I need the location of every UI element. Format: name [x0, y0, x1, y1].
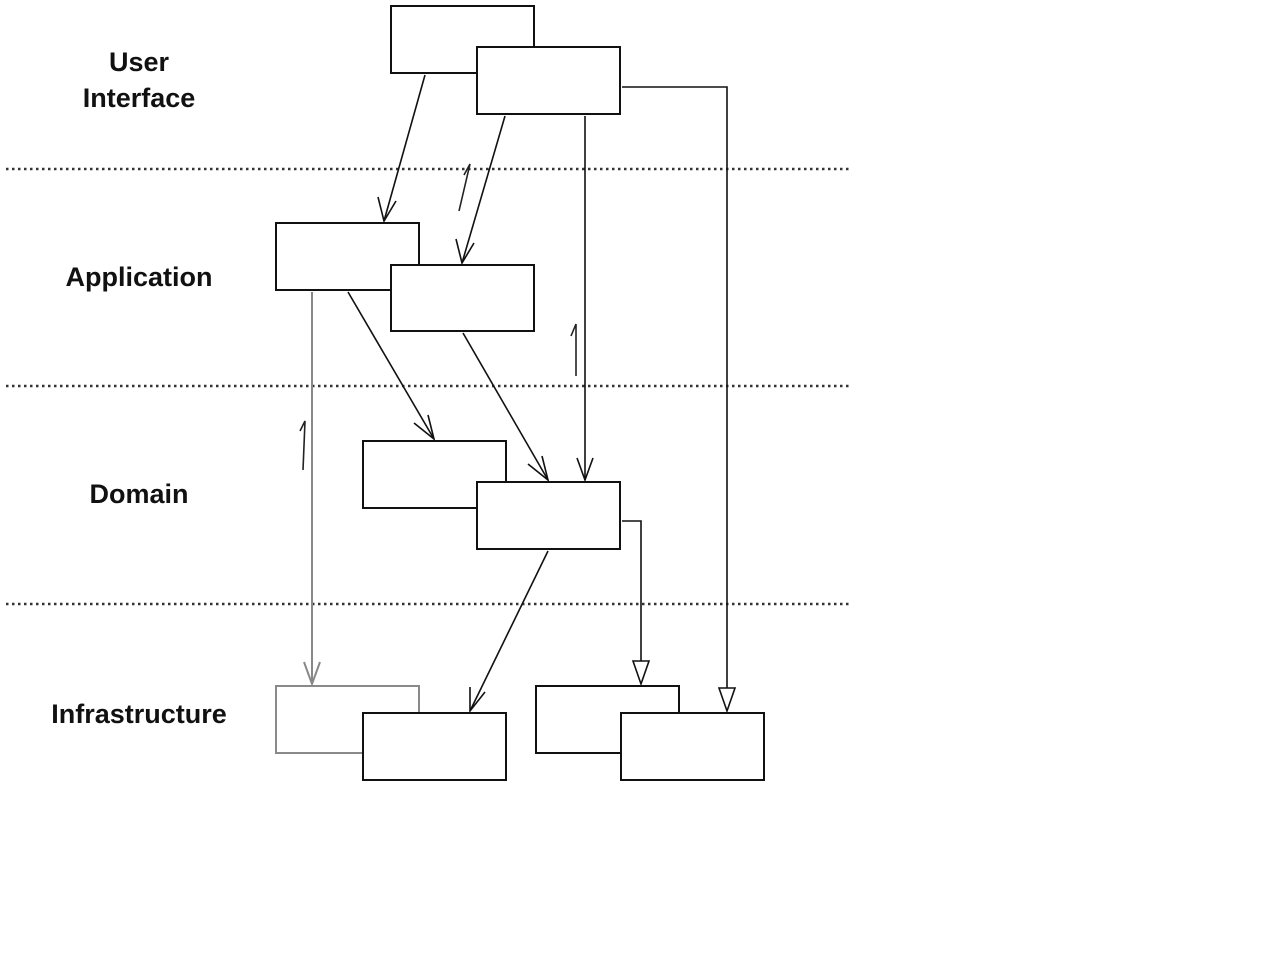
- infrastructure-box-right-front: [620, 712, 765, 781]
- ui-box-front: [476, 46, 621, 115]
- layer-label-domain: Domain: [89, 479, 188, 509]
- inheritance-arrow-ui-to-infrastructure: [622, 86, 737, 714]
- dependency-arrow-ui-to-application-back: [377, 74, 426, 224]
- dependency-arrow-ui-to-application-front: [455, 115, 506, 266]
- layer-label-infrastructure: Infrastructure: [51, 699, 227, 729]
- hand-drawn-mark-vertical-arrow: [570, 323, 577, 376]
- domain-box-front: [476, 481, 621, 550]
- dependency-arrow-application-to-domain-front: [462, 332, 550, 483]
- dependency-arrow-domain-to-infrastructure-left: [469, 550, 549, 714]
- dependency-arrow-application-to-infrastructure: [303, 292, 321, 687]
- application-box-front: [390, 264, 535, 332]
- inheritance-arrow-domain-to-infrastructure: [622, 520, 651, 687]
- layer-label-application: Application: [66, 262, 213, 292]
- hand-drawn-mark-ui-arrow: [458, 163, 471, 212]
- dependency-arrow-application-to-domain-back: [347, 291, 436, 442]
- layer-label-user: User: [109, 47, 170, 77]
- layer-label-interface: Interface: [83, 83, 196, 113]
- hand-drawn-mark-gray-arrow: [299, 420, 306, 471]
- dependency-arrow-ui-to-domain: [576, 116, 594, 483]
- infrastructure-box-left-front: [362, 712, 507, 781]
